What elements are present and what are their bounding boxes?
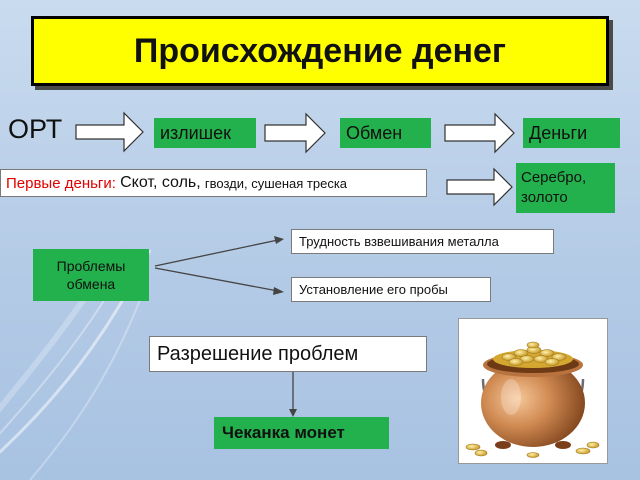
weighing-difficulty-box: Трудность взвешивания металла — [291, 229, 554, 254]
line-arrow-up-icon — [154, 236, 284, 267]
first-money-main: Скот, соль, — [120, 174, 201, 191]
problems-line2: обмена — [66, 276, 116, 292]
block-arrow-2-icon — [264, 112, 326, 154]
silver-gold-line2: золото — [521, 189, 568, 206]
block-arrow-1-icon — [75, 111, 144, 153]
pot-of-coins-picture — [458, 318, 608, 464]
surplus-box: излишек — [154, 118, 256, 148]
silver-gold-line1: Серебро, — [521, 169, 587, 186]
silver-gold-box: Серебро, золото — [516, 163, 615, 213]
first-money-rest: гвозди, сушеная треска — [204, 175, 348, 191]
line-arrow-vertical-icon — [289, 372, 297, 417]
exchange-box: Обмен — [340, 118, 431, 148]
page-title: Происхождение денег — [31, 16, 609, 86]
line-arrow-down-icon — [154, 267, 284, 295]
resolution-box: Разрешение проблем — [149, 336, 427, 372]
block-arrow-3-icon — [444, 112, 515, 154]
problems-box: Проблемы обмена — [33, 249, 149, 301]
pot-of-coins-icon — [465, 341, 600, 458]
problems-line1: Проблемы — [56, 258, 126, 274]
block-arrow-4-icon — [446, 167, 513, 207]
coinage-box: Чеканка монет — [214, 417, 389, 449]
first-money-prefix: Первые деньги: — [6, 174, 116, 192]
opt-label: ОРТ — [8, 114, 63, 144]
money-box: Деньги — [523, 118, 620, 148]
first-money-box: Первые деньги: Скот, соль, гвозди, сушен… — [0, 169, 427, 197]
assay-box: Установление его пробы — [291, 277, 491, 302]
